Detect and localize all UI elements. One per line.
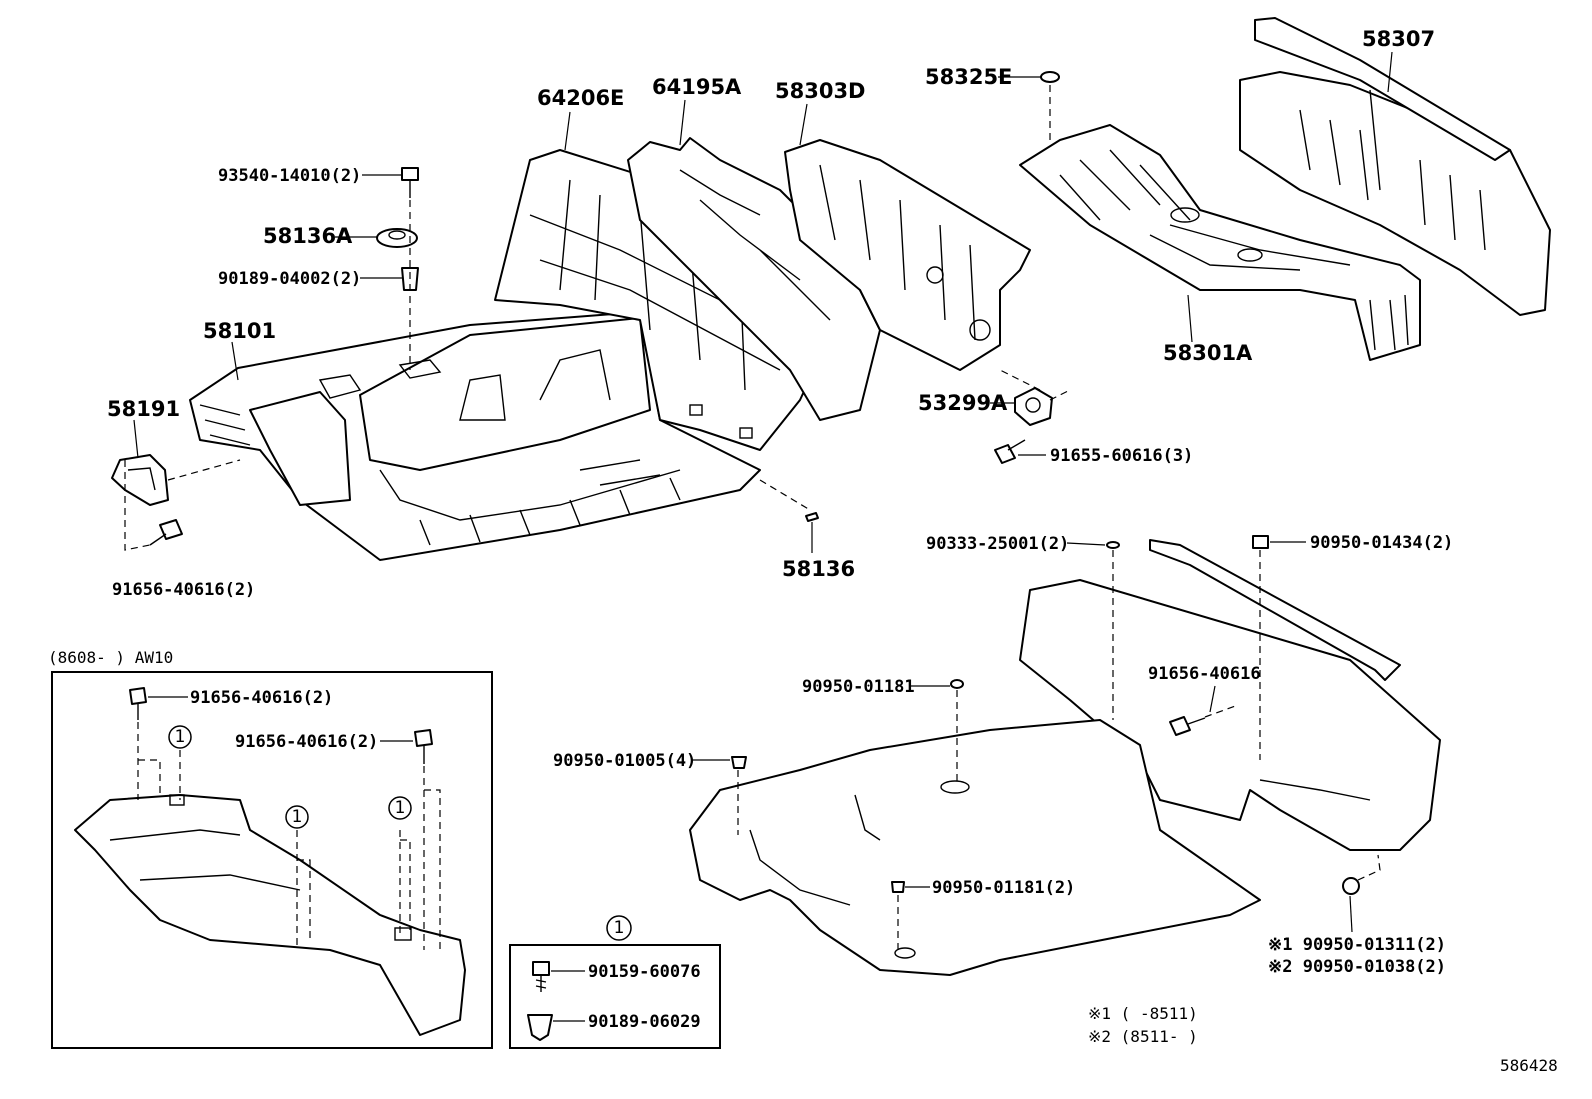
marker-text-1a: 1: [175, 727, 186, 747]
label-90333: 90333-25001(2): [926, 534, 1069, 554]
insulator-front: [689, 719, 1261, 976]
panel-58307: [1239, 17, 1551, 316]
label-58101: 58101: [203, 319, 276, 343]
panel-58301A: [1019, 124, 1421, 361]
label-90950-01434: 90950-01434(2): [1310, 533, 1453, 553]
insulator-rear: [1019, 539, 1441, 851]
label-90950-01005: 90950-01005(4): [553, 751, 696, 771]
label-91656-main: 91656-40616(2): [112, 580, 255, 600]
marker-text-1b: 1: [292, 807, 303, 827]
inset-title: (8608- ) AW10: [48, 648, 173, 667]
inset-frame: [51, 671, 493, 1049]
label-90950-01181-top: 90950-01181: [802, 677, 915, 697]
legend-item-1: 90159-60076: [588, 962, 701, 982]
label-53299A: 53299A: [918, 391, 1008, 415]
leader-lines: [124, 51, 1393, 950]
fasteners-lower: [731, 535, 1360, 895]
label-58136: 58136: [782, 557, 855, 581]
marker-circle-1b: [285, 805, 309, 829]
label-91656-right: 91656-40616: [1148, 664, 1261, 684]
label-58191: 58191: [107, 397, 180, 421]
legend-frame: [509, 944, 721, 1049]
legend-box: 1 90159-60076 90189-06029: [509, 915, 721, 1049]
note-1: ※1 ( -8511): [1088, 1004, 1198, 1023]
label-93540: 93540-14010(2): [218, 166, 361, 186]
bracket-58191: [111, 454, 169, 506]
label-90950-01038: ※2 90950-01038(2): [1268, 957, 1446, 977]
inset-bolt2-label: 91656-40616(2): [235, 732, 378, 752]
label-90950-01311: ※1 90950-01311(2): [1268, 935, 1446, 955]
label-90189-04002: 90189-04002(2): [218, 269, 361, 289]
label-90950-01181-low: 90950-01181(2): [932, 878, 1075, 898]
label-58136A: 58136A: [263, 224, 353, 248]
label-64206E: 64206E: [537, 86, 624, 110]
legend-marker-text: 1: [614, 918, 625, 938]
label-58325E: 58325E: [925, 65, 1012, 89]
label-64195A: 64195A: [652, 75, 742, 99]
inset-aw10: (8608- ) AW10 91656-40616(2) 91656-40616…: [48, 648, 493, 1049]
note-2: ※2 (8511- ): [1088, 1027, 1198, 1046]
legend-marker-circle: [606, 915, 632, 941]
panel-64206E: [494, 149, 831, 451]
inset-bolt1-label: 91656-40616(2): [190, 688, 333, 708]
label-91655: 91655-60616(3): [1050, 446, 1193, 466]
marker-circle-1a: [168, 725, 192, 749]
label-58303D: 58303D: [775, 79, 866, 103]
panel-58303D: [784, 139, 1031, 371]
legend-item-2: 90189-06029: [588, 1012, 701, 1032]
marker-circle-1c: [388, 796, 412, 820]
figure-id: 586428: [1500, 1056, 1558, 1075]
floor-pan-58101: [189, 311, 761, 561]
marker-text-1c: 1: [395, 798, 406, 818]
label-58307: 58307: [1362, 27, 1435, 51]
label-58301A: 58301A: [1163, 341, 1253, 365]
labels: 58307 64206E 64195A 58303D 58325E 93540-…: [107, 27, 1558, 1075]
